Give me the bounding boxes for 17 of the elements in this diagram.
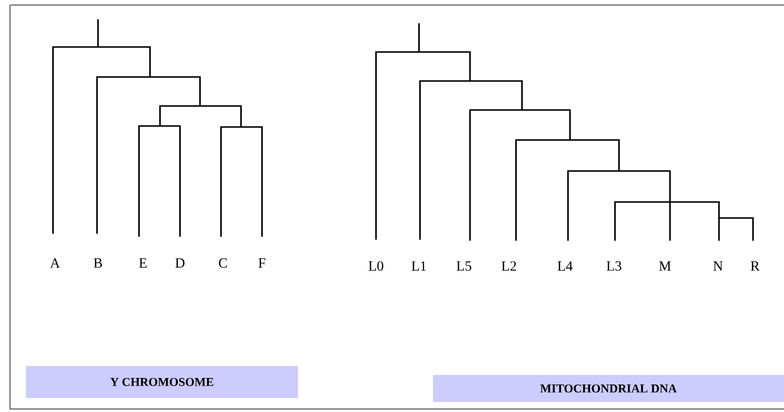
leaf-label: L5	[456, 261, 472, 271]
leaf-label: C	[218, 258, 227, 268]
leaf-label: L2	[502, 261, 516, 271]
leaf-label: L1	[412, 261, 426, 271]
leaf-label: E	[139, 258, 147, 268]
leaf-label: M	[659, 261, 671, 271]
leaf-label: F	[258, 258, 266, 268]
leaf-label: L0	[368, 261, 384, 271]
leaf-label: L3	[606, 261, 622, 271]
leaf-label: B	[94, 258, 102, 268]
leaf-label: N	[713, 261, 723, 271]
banner-box: MITOCHONDRIAL DNA	[433, 375, 784, 402]
leaf-label: L4	[558, 261, 573, 271]
banner-box: Y CHROMOSOME	[26, 366, 298, 398]
leaf-label: R	[750, 261, 760, 271]
leaf-label: D	[175, 258, 184, 268]
leaf-label: A	[50, 258, 60, 268]
